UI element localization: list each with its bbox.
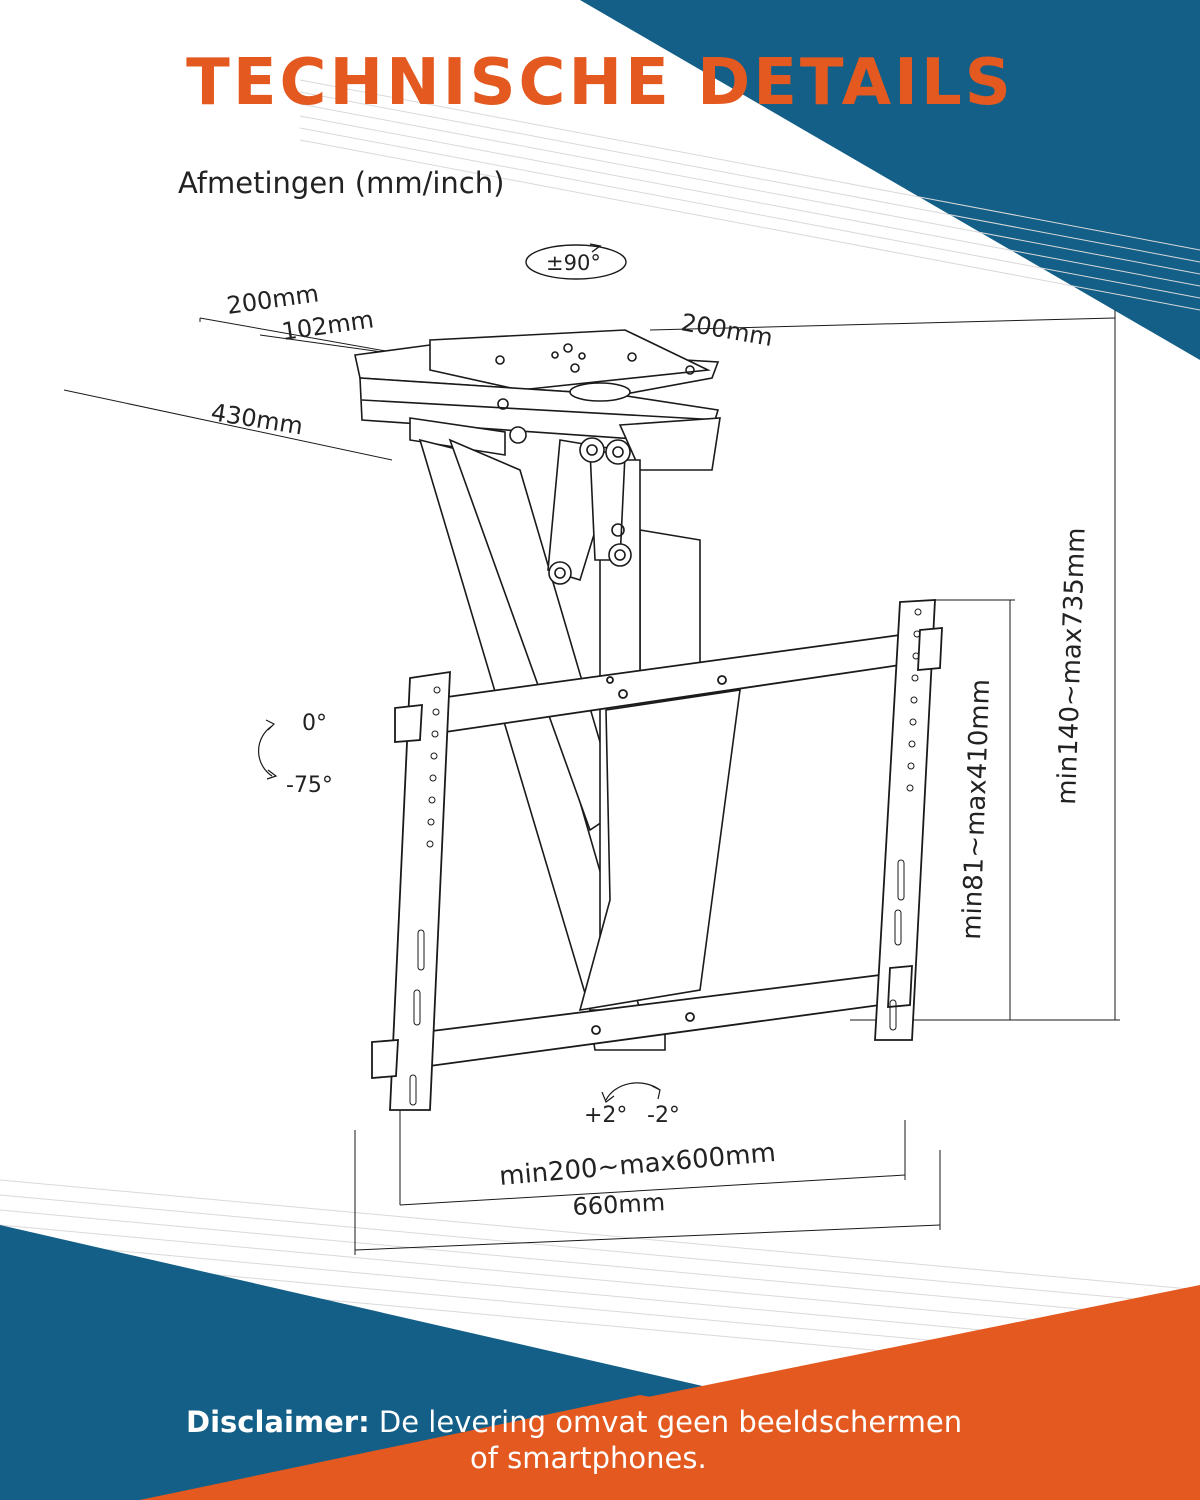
disclaimer: Disclaimer: De levering omvat geen beeld… bbox=[186, 1404, 1086, 1476]
disclaimer-label: Disclaimer: bbox=[186, 1405, 370, 1439]
base-length-label: 430mm bbox=[209, 398, 305, 440]
tilt-arrow bbox=[258, 719, 278, 780]
level-minus-label: -2° bbox=[647, 1103, 680, 1128]
horizontal-vesa-label: min200~max600mm bbox=[498, 1138, 777, 1192]
level-plus-label: +2° bbox=[584, 1103, 627, 1128]
dimensions-subtitle: Afmetingen (mm/inch) bbox=[178, 166, 505, 200]
height-range-label: min140~max735mm bbox=[1052, 527, 1092, 805]
rotation-label: ±90° bbox=[546, 251, 601, 275]
disclaimer-line2: of smartphones. bbox=[470, 1441, 707, 1475]
rotation-indicator bbox=[525, 243, 627, 280]
level-arrow bbox=[601, 1082, 661, 1103]
bottom-overlap bbox=[140, 1395, 1200, 1500]
plate-depth-label: 200mm bbox=[679, 308, 775, 352]
vertical-bracket-right bbox=[874, 599, 943, 1041]
total-width-label: 660mm bbox=[572, 1188, 666, 1221]
motor-arm-assembly bbox=[409, 417, 741, 1051]
vertical-vesa-label: min81~max410mm bbox=[957, 679, 996, 941]
plate-hole-label: 102mm bbox=[280, 305, 376, 346]
top-dimension-lines bbox=[63, 310, 1120, 1255]
tilt-top-label: 0° bbox=[302, 711, 327, 736]
page-title: TECHNISCHE DETAILS bbox=[186, 46, 1014, 120]
bracket-holes bbox=[409, 608, 922, 1106]
tilt-bottom-label: -75° bbox=[286, 773, 333, 798]
top-blue-band bbox=[580, 0, 1200, 360]
disclaimer-line1: De levering omvat geen beeldschermen bbox=[369, 1405, 963, 1439]
vertical-bracket-left bbox=[371, 670, 451, 1111]
